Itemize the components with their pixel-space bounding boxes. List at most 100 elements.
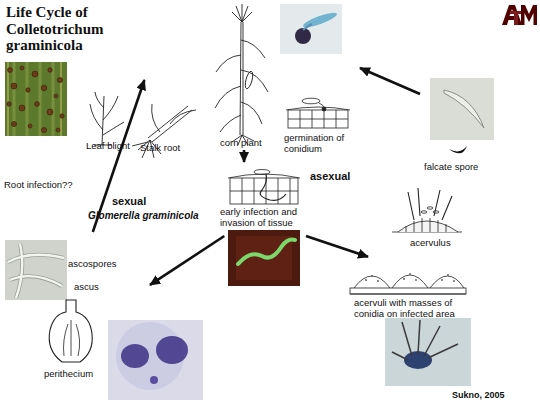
leaf-blight-photo xyxy=(47,109,53,115)
stained-spore-photo xyxy=(280,4,342,54)
acervulus-sketch xyxy=(408,188,452,220)
corn-plant-sketch xyxy=(240,22,243,135)
lifecycle-arrow xyxy=(243,150,246,162)
acervulus-photo xyxy=(385,318,471,386)
lifecycle-arrow xyxy=(150,236,224,285)
stained-spore-photo xyxy=(303,24,312,30)
perithecium-sketch xyxy=(49,300,92,362)
acervuli-sketch xyxy=(365,273,455,282)
leaf-blight-sketch xyxy=(95,92,104,108)
leaf-blight-sketch xyxy=(90,92,124,145)
falcate-spore-symbol xyxy=(449,146,467,153)
acervulus-sketch xyxy=(421,211,427,213)
stage-label: corn plant xyxy=(220,138,280,149)
corn-plant-sketch xyxy=(216,55,241,72)
perithecium-sketch xyxy=(64,320,80,356)
perithecium-sketch xyxy=(49,300,92,362)
leaf-blight-photo xyxy=(32,71,38,77)
leaf-blight-sketch xyxy=(103,96,118,120)
acervulus-photo xyxy=(385,318,471,386)
leaf-blight-photo xyxy=(26,88,30,92)
corn-plant-sketch xyxy=(232,4,252,22)
stained-spore-photo xyxy=(295,28,311,44)
leaf-blight-sketch xyxy=(102,96,104,145)
stage-label: Stalk root xyxy=(140,143,200,154)
stage-label: germination of conidium xyxy=(284,133,350,154)
acervuli-sketch xyxy=(354,275,464,288)
stage-node: germination of conidium xyxy=(282,68,360,160)
leaf-blight-sketch xyxy=(90,104,103,130)
germination-sketch xyxy=(288,110,348,128)
early-infection-sketch xyxy=(230,178,298,204)
acervulus-sketch xyxy=(398,221,458,232)
fluorescent-hypha-photo xyxy=(228,230,300,286)
early-infection-sketch xyxy=(228,170,300,205)
annotation-text: sexual xyxy=(112,195,172,207)
stalk-root-sketch xyxy=(170,110,196,124)
early-infection-sketch xyxy=(230,178,298,204)
corn-plant-sketch xyxy=(241,102,262,124)
stage-label: falcate spore xyxy=(424,162,500,173)
acervuli-sketch xyxy=(403,278,405,280)
acervuli-sketch xyxy=(350,273,466,294)
leaf-blight-photo xyxy=(20,66,24,70)
fluorescent-hypha-photo xyxy=(228,230,300,286)
acervuli-sketch xyxy=(409,273,411,275)
leaf-blight-photo xyxy=(28,124,32,128)
acervulus-sketch xyxy=(392,188,462,232)
acervulus-sketch xyxy=(433,211,439,213)
leaf-blight-photo xyxy=(41,127,46,132)
university-logo xyxy=(510,11,522,25)
leaf-blight-photo xyxy=(7,102,11,106)
acervuli-sketch xyxy=(441,279,443,281)
acervulus-sketch xyxy=(406,218,446,232)
leaf-blight-photo xyxy=(48,68,52,72)
corn-plant-sketch xyxy=(241,70,268,92)
stalk-root-sketch xyxy=(152,104,160,132)
early-infection-sketch xyxy=(260,174,286,200)
early-infection-sketch xyxy=(254,170,270,175)
university-logo xyxy=(502,5,522,25)
connectors xyxy=(93,68,420,285)
annotation-text: Leaf blight xyxy=(86,141,146,152)
leaf-blight-photo xyxy=(57,77,62,82)
falcate-spore-photo xyxy=(444,90,484,128)
stage-label: acervuli with masses of conidia on infec… xyxy=(354,298,474,319)
stage-label: acervulus xyxy=(410,238,470,249)
leaf-blight-photo xyxy=(19,105,25,111)
lifecycle-arrow xyxy=(360,68,420,94)
stage-node: acervulusacervuli with masses of conidia… xyxy=(368,180,474,325)
stained-spore-photo xyxy=(302,10,339,30)
annotation-text: asexual xyxy=(310,170,370,182)
stage-label: perithecium xyxy=(44,369,114,380)
corn-plant-sketch xyxy=(220,115,241,132)
leaf-blight-photo xyxy=(11,83,17,89)
fluorescent-hypha-photo xyxy=(238,240,295,264)
perithecium-photo xyxy=(156,336,188,364)
stage-node: corn plant xyxy=(212,4,276,150)
acervulus-sketch xyxy=(427,207,433,209)
ascospore-photo xyxy=(8,244,64,298)
perithecium-photo xyxy=(121,344,149,368)
stage-label: ascus xyxy=(74,282,114,293)
leaf-blight-photo xyxy=(54,94,58,98)
perithecium-photo xyxy=(150,376,158,384)
germination-sketch xyxy=(322,107,326,111)
annotation-text: Sukno, 2005 xyxy=(452,390,538,400)
corn-plant-sketch xyxy=(215,4,268,145)
corn-plant-sketch xyxy=(241,40,265,58)
germination-sketch xyxy=(288,110,348,128)
diagram-title: Life Cycle of Colletotrichum graminicola xyxy=(6,4,124,54)
ascospore-photo xyxy=(5,240,67,300)
annotation-text: Glomerella graminicola xyxy=(88,210,218,221)
ascospore-photo xyxy=(8,244,64,298)
stage-label: early infection and invasion of tissue xyxy=(220,207,306,228)
stage-label: ascospores xyxy=(68,259,128,270)
leaf-blight-sketch xyxy=(103,122,124,135)
stage-node: early infection and invasion of tissue xyxy=(220,162,306,236)
germination-sketch xyxy=(302,98,320,104)
leaf-blight-photo xyxy=(8,62,61,136)
